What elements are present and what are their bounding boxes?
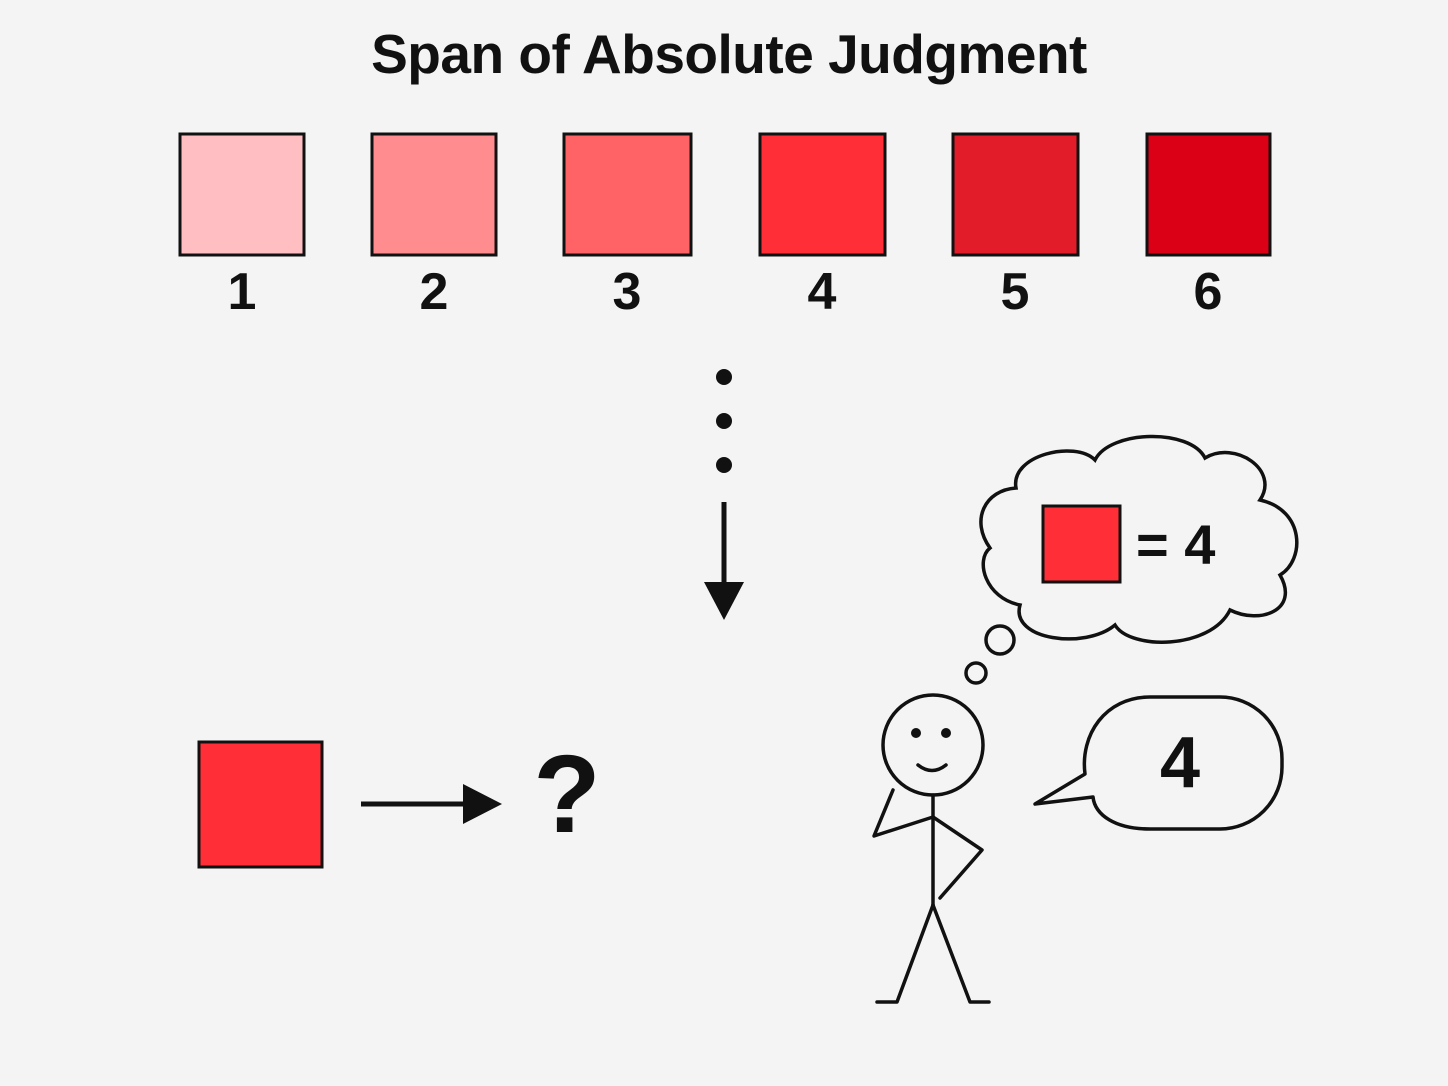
diagram-title: Span of Absolute Judgment	[371, 23, 1087, 85]
down-arrow	[704, 502, 744, 620]
speech-bubble	[1033, 695, 1284, 831]
stick-figure	[872, 693, 991, 1004]
scale-swatch-6	[1145, 132, 1272, 257]
scale-label-3: 3	[612, 263, 642, 321]
scale-label-4: 4	[807, 263, 837, 321]
figure-right-leg	[931, 903, 991, 1004]
scale-swatch-5	[951, 132, 1080, 257]
figure-head	[881, 693, 985, 797]
scale-label-2: 2	[419, 263, 449, 321]
thought-bubble	[964, 434, 1299, 685]
right-arrow	[361, 784, 502, 824]
speech-text: 4	[1159, 723, 1201, 803]
figure-left-arm	[872, 788, 935, 838]
scale-swatch-4	[758, 132, 887, 257]
scale-swatches	[178, 132, 1272, 257]
scale-swatch-3	[562, 132, 693, 257]
figure-left-leg	[875, 903, 935, 1004]
stimulus-swatch	[197, 740, 324, 869]
thought-text: = 4	[1136, 513, 1216, 576]
scale-swatch-2	[370, 132, 498, 257]
figure-left-eye	[911, 728, 921, 738]
scale-label-5: 5	[1000, 263, 1030, 321]
question-mark: ?	[533, 733, 601, 856]
figure-right-arm	[931, 815, 984, 900]
figure-smile	[916, 763, 948, 773]
scale-label-6: 6	[1193, 263, 1223, 321]
thought-swatch	[1041, 504, 1122, 584]
scale-swatch-1	[178, 132, 306, 257]
figure-right-eye	[941, 728, 951, 738]
continuation-dots	[716, 369, 732, 473]
scale-label-1: 1	[227, 263, 257, 321]
